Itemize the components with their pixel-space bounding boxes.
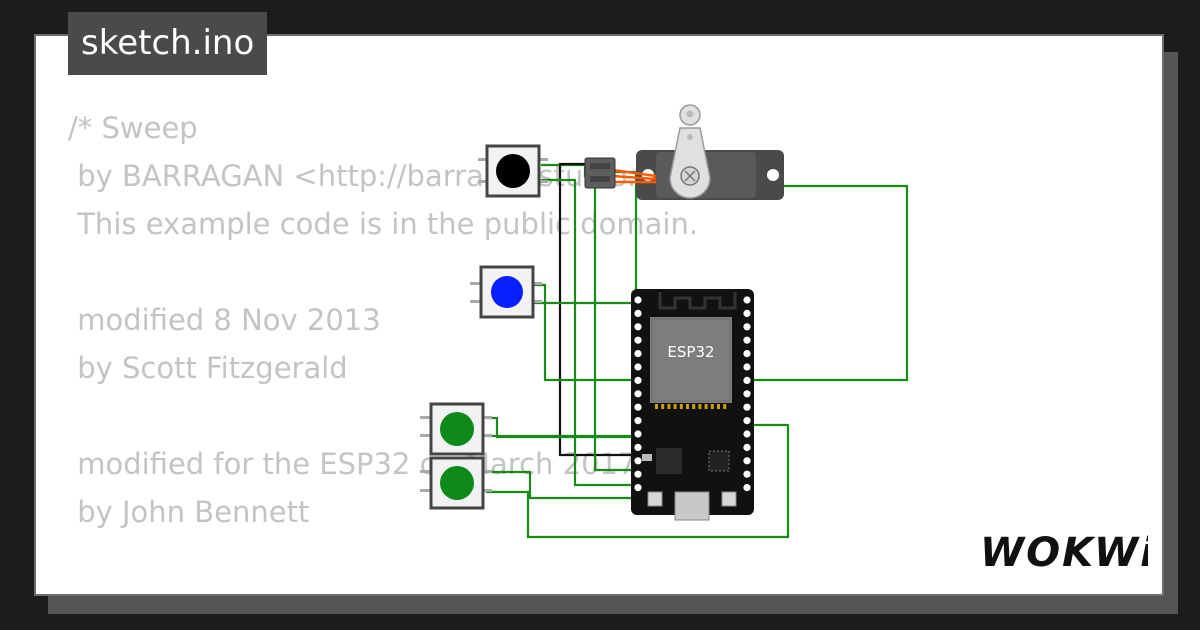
header-pin[interactable] — [743, 443, 751, 451]
module-pins — [655, 404, 727, 409]
module-pad — [655, 404, 658, 409]
pins-right — [743, 296, 751, 492]
module-pad — [723, 404, 727, 409]
wire-servo-signal — [593, 184, 636, 472]
wokwi-logo: WOKWi — [980, 530, 1148, 574]
module-pad — [686, 404, 689, 409]
header-pin[interactable] — [634, 376, 642, 384]
header-pin[interactable] — [634, 403, 642, 411]
usb-port[interactable] — [674, 491, 710, 521]
wire-servo-right — [748, 184, 909, 382]
esp32-module — [650, 317, 732, 403]
green-pushbutton-2[interactable] — [420, 456, 492, 510]
header-pin[interactable] — [743, 417, 751, 425]
header-pin[interactable] — [743, 350, 751, 358]
header-pin[interactable] — [634, 484, 642, 492]
module-pad — [661, 404, 665, 409]
green-pushbutton-1[interactable] — [420, 402, 492, 456]
header-pin[interactable] — [743, 470, 751, 478]
wire-servo-power — [612, 170, 638, 300]
green-button-1-cap[interactable] — [440, 412, 474, 446]
module-pad — [698, 404, 702, 409]
header-pin[interactable] — [743, 309, 751, 317]
usb-chip — [708, 450, 730, 472]
header-pin[interactable] — [634, 309, 642, 317]
module-pad — [717, 404, 720, 409]
header-pin[interactable] — [743, 457, 751, 465]
module-pad — [704, 404, 708, 409]
header-pin[interactable] — [743, 403, 751, 411]
boot-button[interactable] — [647, 491, 663, 507]
header-pin[interactable] — [634, 390, 642, 398]
header-pin[interactable] — [743, 390, 751, 398]
wire-green-2b — [486, 423, 790, 539]
module-pad — [692, 404, 696, 409]
wire-blue-button — [533, 283, 636, 382]
esp32-label: ESP32 — [667, 343, 714, 361]
module-pad — [679, 404, 683, 409]
header-pin[interactable] — [634, 336, 642, 344]
header-pin[interactable] — [634, 470, 642, 478]
module-pad — [710, 404, 714, 409]
header-pin[interactable] — [634, 363, 642, 371]
wire-black-button-2 — [541, 178, 636, 487]
reset-button[interactable] — [721, 491, 737, 507]
header-pin[interactable] — [634, 457, 642, 465]
blue-pushbutton[interactable] — [470, 265, 542, 319]
esp32-board[interactable]: ESP32 — [631, 289, 754, 521]
header-pin[interactable] — [743, 336, 751, 344]
green-button-2-cap[interactable] — [440, 466, 474, 500]
module-pad — [673, 404, 677, 409]
code-preview-card: /* Sweep by BARRAGAN <http://barraganstu… — [34, 34, 1164, 596]
header-pin[interactable] — [634, 443, 642, 451]
voltage-regulator — [656, 448, 682, 474]
wire-ground — [558, 162, 636, 457]
header-pin[interactable] — [743, 323, 751, 331]
header-pin[interactable] — [743, 376, 751, 384]
header-pin[interactable] — [743, 296, 751, 304]
header-pin[interactable] — [634, 430, 642, 438]
header-pin[interactable] — [634, 296, 642, 304]
pins-left — [634, 296, 642, 492]
file-tab-sketch[interactable]: sketch.ino — [68, 12, 268, 75]
wire-green-2 — [486, 470, 636, 500]
header-pin[interactable] — [743, 484, 751, 492]
header-pin[interactable] — [634, 350, 642, 358]
wokwi-logo-text: WOKWi — [980, 530, 1148, 574]
module-pad — [667, 404, 671, 409]
black-button-cap[interactable] — [496, 154, 530, 188]
header-pin[interactable] — [743, 363, 751, 371]
servo-motor[interactable] — [584, 104, 784, 200]
blue-button-cap[interactable] — [491, 276, 523, 308]
header-pin[interactable] — [634, 323, 642, 331]
header-pin[interactable] — [743, 430, 751, 438]
header-pin[interactable] — [634, 417, 642, 425]
black-pushbutton[interactable] — [478, 144, 548, 198]
